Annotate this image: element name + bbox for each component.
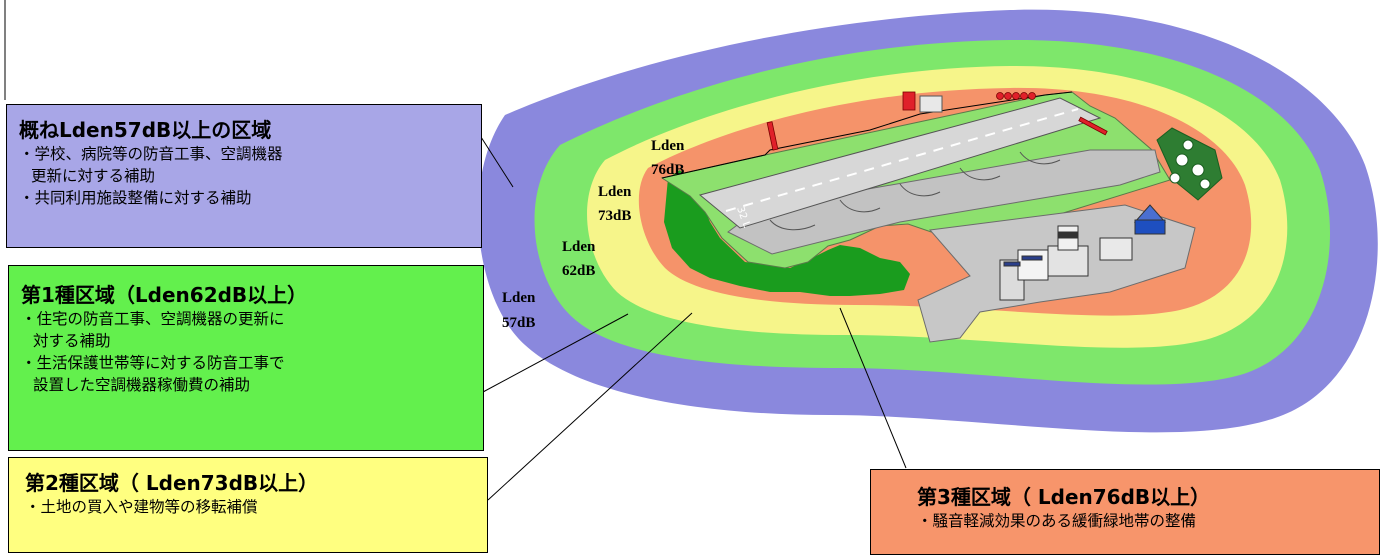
buffer-green-belt — [664, 170, 910, 296]
zone-label-57-line2: 57dB — [502, 315, 535, 331]
zone-57-info-box: 概ねLden57dB以上の区域 ・学校、病院等の防音工事、空調機器 更新に対する… — [6, 104, 482, 248]
zone-73-title: 第2種区域（ Lden73dB以上） — [25, 471, 319, 495]
zone-62-item: 対する補助 — [33, 332, 111, 350]
zone-62-item: ・住宅の防音工事、空調機器の更新に — [21, 310, 285, 328]
zone-76-info-box: 第3種区域（ Lden76dB以上） ・騒音軽減効果のある緩衝緑地帯の整備 — [870, 469, 1380, 555]
zone-57-item: 更新に対する補助 — [31, 167, 156, 185]
airfield-outline — [661, 91, 1073, 179]
zone-57-item: ・学校、病院等の防音工事、空調機器 — [19, 145, 283, 163]
zone-62-info-box: 第1種区域（Lden62dB以上） ・住宅の防音工事、空調機器の更新に 対する補… — [8, 265, 484, 451]
approach-lights — [766, 91, 1108, 151]
zone-57-title: 概ねLden57dB以上の区域 — [19, 118, 272, 142]
leader-lines — [480, 136, 907, 501]
zone-76-item: ・騒音軽減効果のある緩衝緑地帯の整備 — [917, 512, 1197, 530]
zone-73-info-box: 第2種区域（ Lden73dB以上） ・土地の買入や建物等の移転補償 — [8, 457, 488, 553]
trees-cluster — [1156, 127, 1223, 201]
zone-73-item: ・土地の買入や建物等の移転補償 — [25, 498, 258, 516]
zone-label-76-line1: Lden — [651, 138, 685, 154]
taxiway-connectors — [769, 151, 1061, 231]
zone-62-title: 第1種区域（Lden62dB以上） — [21, 283, 308, 307]
zone-label-62-line2: 62dB — [562, 263, 595, 279]
terminal-buildings — [999, 204, 1167, 301]
zone-57-item: ・共同利用施設整備に対する補助 — [19, 189, 252, 207]
zone-62-item: 設置した空調機器稼働費の補助 — [33, 376, 251, 394]
zone-62-item: ・生活保護世帯等に対する防音工事で — [21, 354, 285, 372]
hangar-building — [919, 95, 943, 113]
zone-label-73-line1: Lden — [598, 184, 632, 200]
zone-label-76-line2: 76dB — [651, 162, 684, 178]
runway — [698, 97, 1102, 229]
zone-label-62-line1: Lden — [562, 239, 596, 255]
runway-centerline — [725, 108, 1079, 212]
zone-label-73-line2: 73dB — [598, 208, 631, 224]
zone-76-title: 第3種区域（ Lden76dB以上） — [917, 485, 1211, 509]
zone-label-57-line1: Lden — [502, 290, 536, 306]
